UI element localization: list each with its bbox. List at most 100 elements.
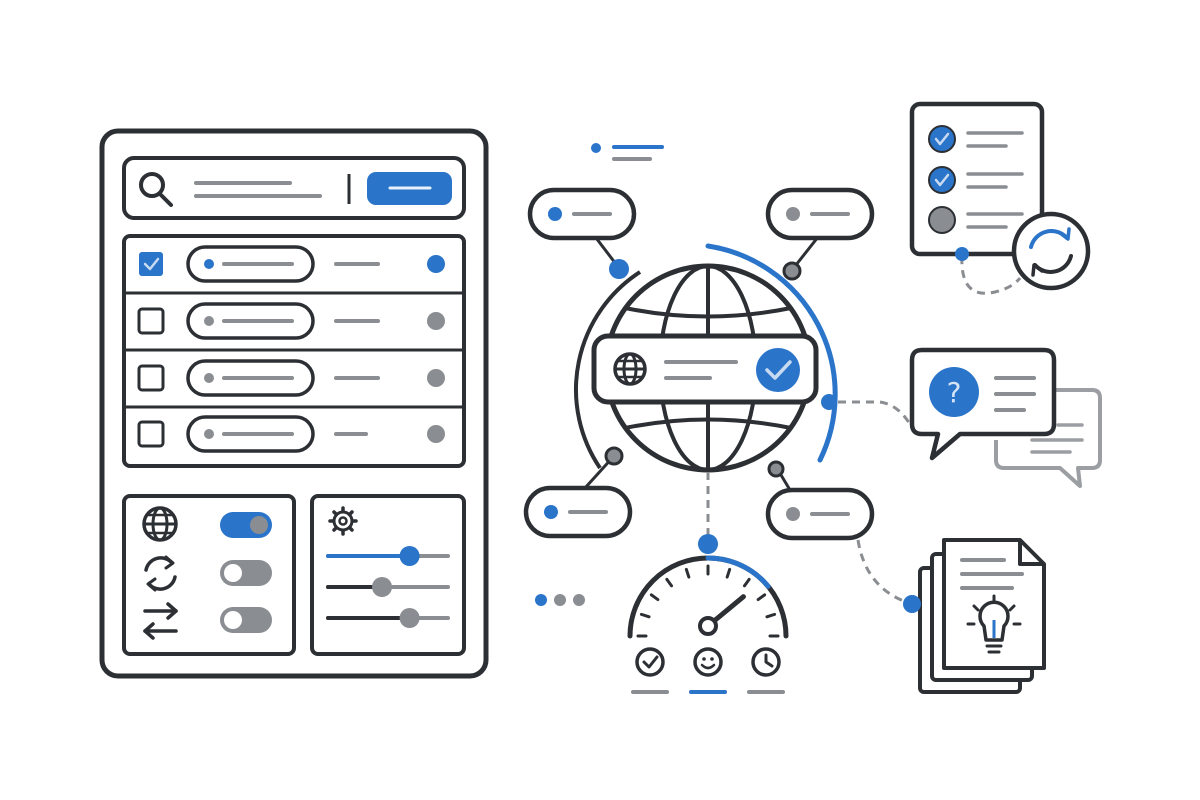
document-fold [1018,540,1044,566]
checklist-anchor [955,247,969,261]
row-checkbox[interactable] [137,307,165,335]
list-item[interactable] [137,302,445,340]
toggle-switch[interactable] [220,512,272,538]
globe-icon [613,352,647,386]
settings-slider[interactable] [326,546,450,566]
toggle-switch[interactable] [220,607,272,633]
row-chip[interactable] [186,415,315,453]
toggle-switches [220,512,272,633]
slider-thumb[interactable] [372,577,392,597]
gauge-tick [756,593,767,602]
documents-card [903,538,1046,694]
header-dot [591,143,601,153]
orbit-ring-accent [705,243,838,463]
refresh-icon [1011,211,1091,291]
pagination-dot[interactable] [535,594,547,606]
toggle-knob [224,564,242,582]
row-checkbox[interactable] [137,364,165,392]
chip-dot [204,259,214,269]
hub-node-top-left[interactable] [527,187,637,241]
hub-node-bottom-left[interactable] [523,485,633,539]
gauge-icons [631,647,785,694]
row-chip[interactable] [186,359,315,397]
dashed-connector [838,400,914,429]
toggle-knob [250,516,268,534]
row-chip[interactable] [186,245,315,283]
slider-thumb[interactable] [399,608,420,628]
list-item[interactable] [137,415,445,453]
gauge-ticks [636,564,780,638]
toggle-knob [224,611,242,629]
list-item[interactable] [139,245,445,283]
search-bar[interactable] [122,156,466,220]
checklist-items [928,125,1024,234]
check-icon [756,348,800,392]
toggle-switch[interactable] [220,560,272,586]
gauge-tick [665,577,674,588]
gauge-tick [725,567,732,579]
search-panel [99,128,489,679]
clock-icon[interactable] [747,647,785,694]
row-checkbox[interactable] [137,420,165,448]
hub-nodes [523,187,875,541]
gauge-anchor [698,534,718,554]
hub-node-bottom-right[interactable] [765,487,875,541]
dashed-connector [960,255,1022,295]
check-circle-icon[interactable] [631,647,669,694]
url-bar[interactable] [591,333,819,405]
smile-icon[interactable] [689,647,727,694]
settings-panel [310,494,466,656]
node-dot [786,507,800,521]
chip-dot [204,373,214,383]
gear-icon [328,506,358,536]
node-dot [786,207,800,221]
gauge-tick [684,567,691,579]
question-mark: ? [947,376,962,409]
sync-icon [144,555,177,592]
dashed-connector [856,539,913,606]
node-anchor [782,261,802,281]
documents-anchor [903,595,921,613]
hub-node-top-right[interactable] [765,187,875,241]
settings-slider[interactable] [326,577,450,597]
checklist-item[interactable] [928,125,1024,153]
node-anchor [604,446,624,466]
list-item[interactable] [137,359,445,397]
slider-thumb[interactable] [399,546,420,566]
node-dot [548,207,562,221]
question-icon: ? [929,367,979,417]
hub [523,143,1022,606]
gauge-tick [742,577,751,588]
node-anchor [609,259,629,279]
status-dot [427,312,445,330]
globe-icon [142,506,178,542]
checklist-card [909,101,1091,291]
checklist-item[interactable] [928,206,1024,234]
chat-card: ? [909,347,1102,488]
pagination-dots[interactable] [535,594,585,606]
row-chip[interactable] [186,302,315,340]
search-button[interactable] [367,172,452,205]
chip-dot [204,316,214,326]
status-dot [427,425,445,443]
check-icon [934,132,950,146]
status-dot [427,255,445,273]
node-dot [544,505,558,519]
node-anchor [821,394,837,410]
pagination-dot[interactable] [573,594,585,606]
checklist-item[interactable] [928,166,1024,194]
row-checkbox[interactable] [139,252,163,276]
search-icon [139,172,173,207]
chip-dot [204,429,214,439]
orbit-ring [574,270,642,470]
swap-arrows-icon [143,602,178,640]
node-anchor [767,460,785,478]
check-icon [934,173,950,187]
gauge-tick [639,612,651,619]
settings-sliders [326,546,450,628]
gauge-level [705,555,771,589]
gauge-tick [649,593,660,602]
pagination-dot[interactable] [554,594,566,606]
settings-slider[interactable] [326,608,450,628]
gauge-tick [765,612,777,619]
